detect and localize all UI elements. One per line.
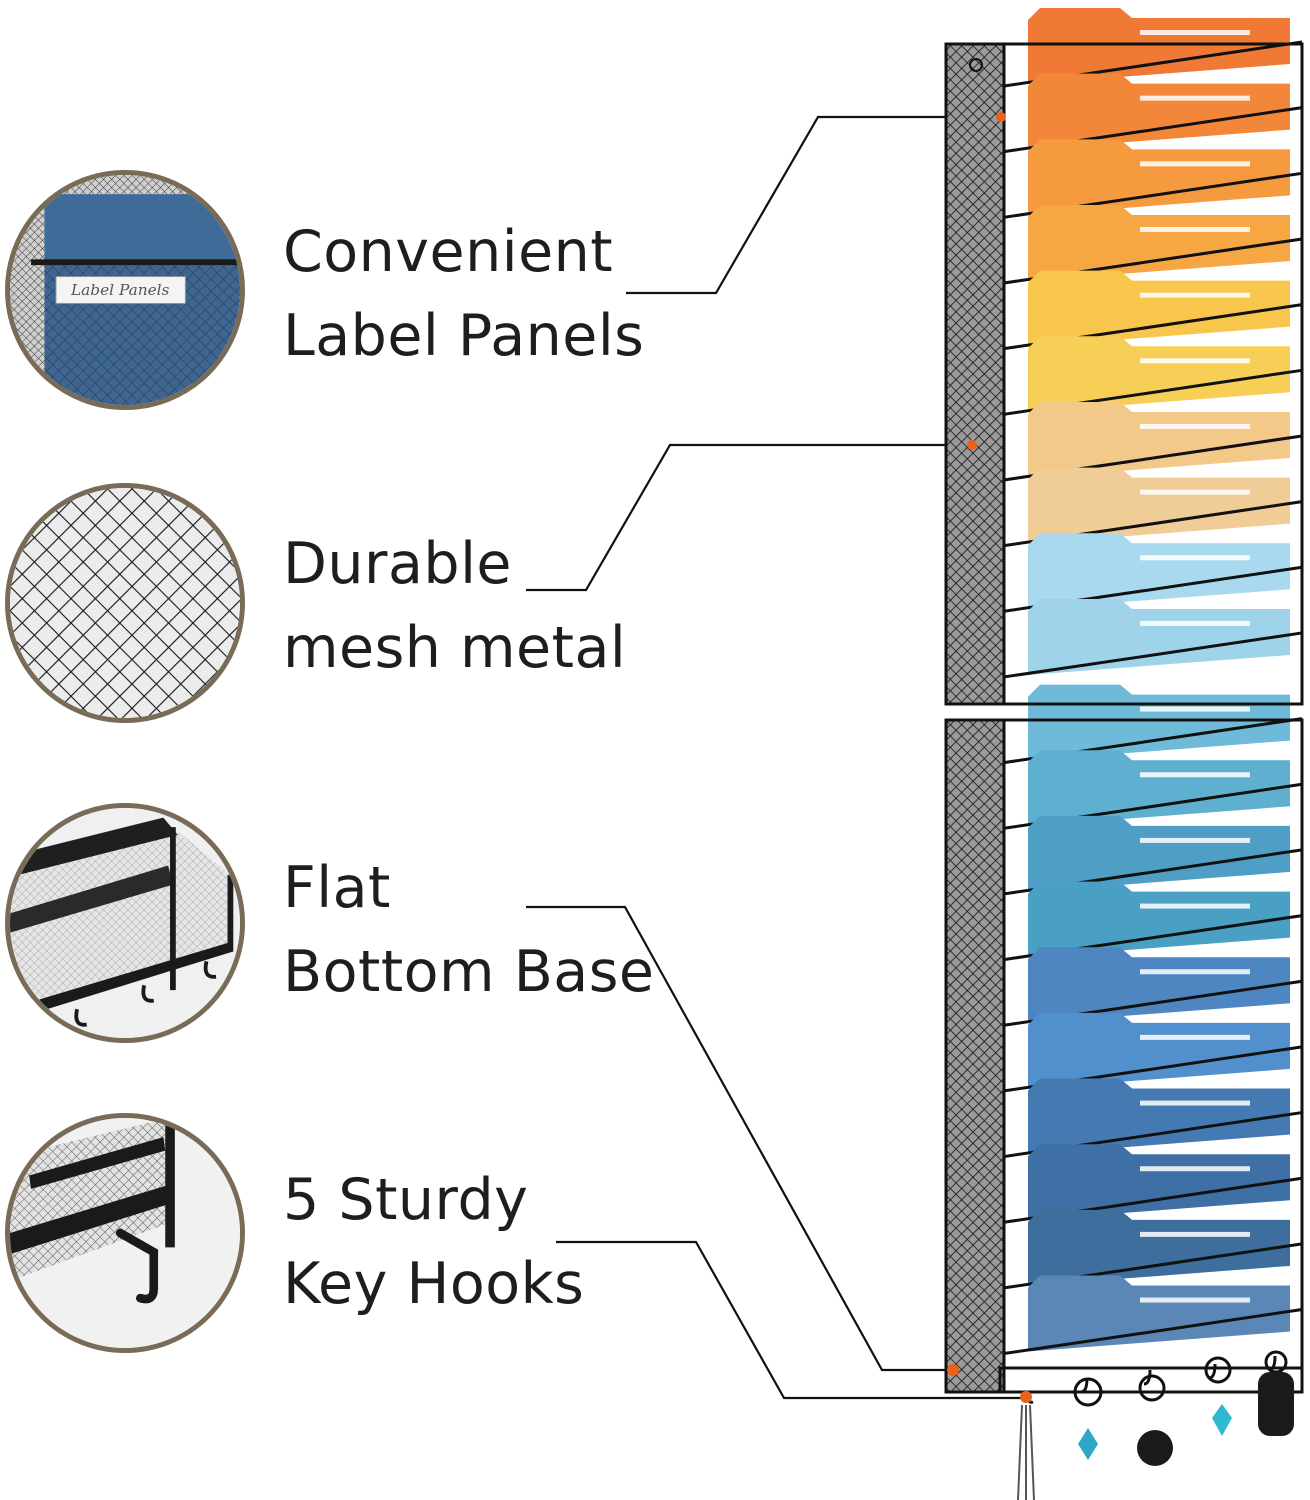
file-folder <box>1028 598 1290 675</box>
key-hook-closeup-image <box>5 1113 245 1353</box>
flat-base-closeup-image <box>5 803 245 1043</box>
folder-label-strip <box>1140 30 1250 35</box>
file-folder <box>1028 270 1290 347</box>
key-hooks <box>1025 1350 1288 1407</box>
folder-label-strip <box>1140 555 1250 561</box>
callout-dot <box>1020 1391 1032 1403</box>
folder-label-strip <box>1140 1231 1250 1237</box>
file-folder <box>1028 139 1290 216</box>
tassel-keychain <box>1017 1404 1035 1500</box>
folder-label-strip <box>1140 903 1250 909</box>
lower-frame <box>944 718 1006 1394</box>
file-folder <box>1028 336 1290 413</box>
file-folder <box>1028 8 1290 84</box>
file-folder <box>1028 1275 1290 1352</box>
file-folder <box>1028 815 1290 892</box>
file-folder <box>1028 1209 1290 1286</box>
feature-caption-flat-base: Flat Bottom Base <box>283 846 655 1014</box>
file-folder <box>1028 467 1290 544</box>
feature-title: 5 Sturdy <box>283 1167 529 1233</box>
folder-label-strip <box>1140 358 1250 364</box>
file-folder <box>1028 533 1290 610</box>
callout-dot <box>947 1364 959 1376</box>
file-folder <box>1028 881 1290 958</box>
round-keychain <box>1137 1430 1173 1466</box>
folder-label-strip <box>1140 1297 1250 1303</box>
wall-file-organizer-image <box>944 8 1304 1500</box>
pocket-edge <box>1003 631 1303 679</box>
car-key-fob <box>1258 1372 1294 1436</box>
folder-label-strip <box>1140 1166 1250 1172</box>
file-folder <box>1028 750 1290 827</box>
file-folder <box>1028 1012 1290 1089</box>
feature-title: Flat <box>283 855 391 921</box>
callout-dot <box>967 440 977 450</box>
feature-subtitle: Key Hooks <box>283 1251 585 1317</box>
folder-label-strip <box>1140 161 1250 167</box>
feature-caption-label-panels: Convenient Label Panels <box>283 210 644 378</box>
crystal-keychain <box>1078 1428 1098 1460</box>
feature-title: Convenient <box>283 219 614 285</box>
file-folder <box>1028 204 1290 281</box>
upper-frame <box>944 42 1006 706</box>
folder-label-strip <box>1140 292 1250 298</box>
label-panel-closeup-image: Label Panels <box>5 170 245 410</box>
pocket-edge <box>1003 1308 1303 1356</box>
file-folder <box>1028 73 1290 150</box>
feature-subtitle: Label Panels <box>283 303 645 369</box>
label-panel-text: Label Panels <box>70 281 170 299</box>
folder-label-strip <box>1140 969 1250 975</box>
file-folder <box>1028 684 1290 761</box>
feature-caption-key-hooks: 5 Sturdy Key Hooks <box>283 1158 584 1326</box>
mesh-metal-closeup-image <box>5 483 245 723</box>
hanging-folders <box>1003 8 1303 1356</box>
crystal-keychain <box>1212 1404 1232 1436</box>
feature-subtitle: mesh metal <box>283 615 627 681</box>
callout-dot <box>996 112 1006 122</box>
folder-label-strip <box>1140 226 1250 232</box>
folder-label-strip <box>1140 423 1250 429</box>
feature-caption-mesh-metal: Durable mesh metal <box>283 522 626 690</box>
feature-subtitle: Bottom Base <box>283 939 655 1005</box>
folder-label-strip <box>1140 489 1250 495</box>
folder-label-strip <box>1140 1100 1250 1106</box>
folder-label-strip <box>1140 620 1250 626</box>
folder-label-strip <box>1140 1034 1250 1040</box>
file-folder <box>1028 1078 1290 1155</box>
folder-label-strip <box>1140 706 1250 712</box>
folder-label-strip <box>1140 772 1250 778</box>
file-folder <box>1028 1144 1290 1221</box>
file-folder <box>1028 947 1290 1024</box>
folder-label-strip <box>1140 837 1250 843</box>
file-folder <box>1028 401 1290 478</box>
feature-title: Durable <box>283 531 512 597</box>
folder-label-strip <box>1140 95 1250 101</box>
